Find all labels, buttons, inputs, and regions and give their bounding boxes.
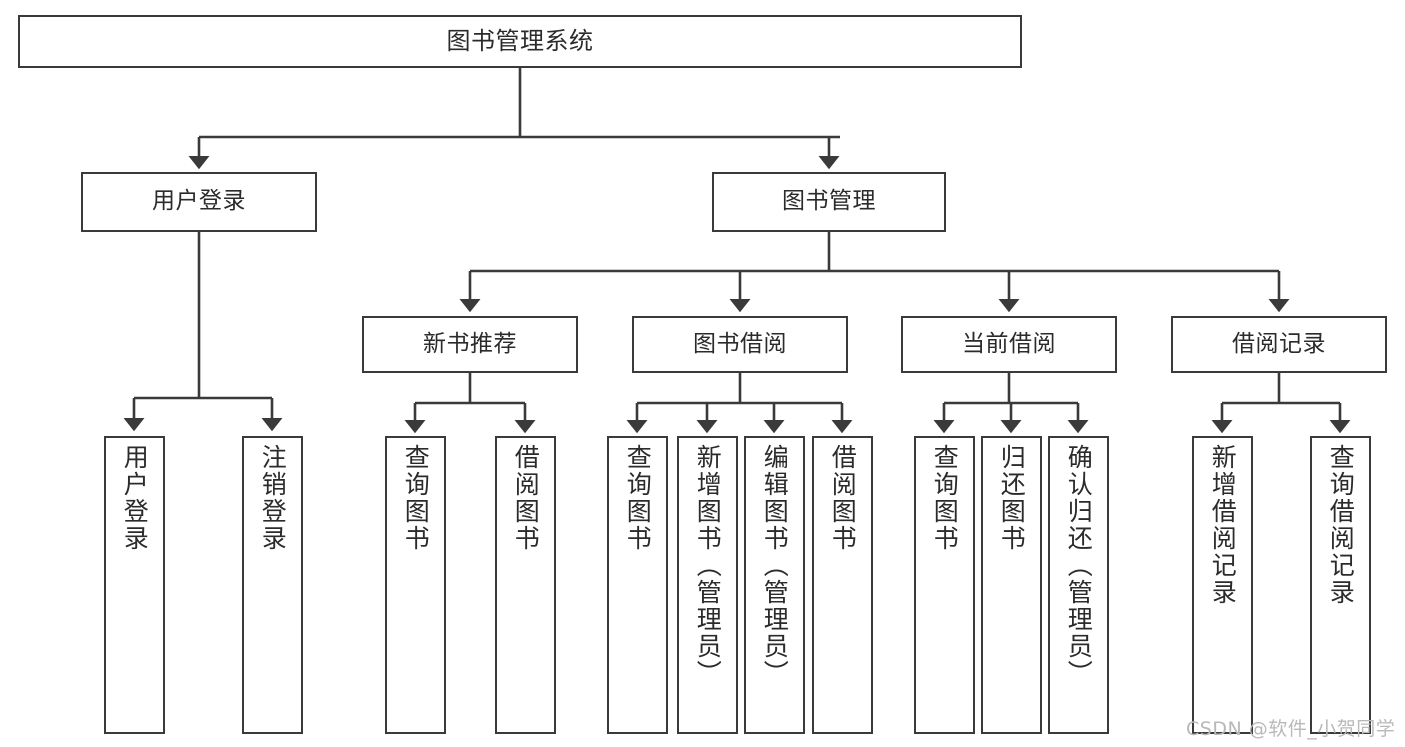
leaf-user-logout[interactable]: 注销登录	[242, 436, 303, 734]
node-new-book-recommend[interactable]: 新书推荐	[362, 316, 578, 373]
leaf-query-book-current[interactable]: 查询图书	[914, 436, 975, 734]
node-label: 新增借阅记录	[1208, 444, 1238, 606]
node-label: 查询图书	[401, 444, 431, 552]
node-label: 图书管理	[782, 188, 876, 215]
leaf-borrow-book[interactable]: 借阅图书	[812, 436, 873, 734]
node-borrow-record[interactable]: 借阅记录	[1171, 316, 1387, 373]
node-label: 查询图书	[623, 444, 653, 552]
leaf-borrow-book-recommend[interactable]: 借阅图书	[495, 436, 556, 734]
leaf-confirm-return-admin[interactable]: 确认归还（管理员）	[1048, 436, 1109, 734]
leaf-query-book-borrow[interactable]: 查询图书	[607, 436, 668, 734]
leaf-edit-book-admin[interactable]: 编辑图书（管理员）	[744, 436, 805, 734]
node-book-management[interactable]: 图书管理	[712, 172, 946, 232]
node-label: 图书管理系统	[446, 27, 594, 56]
leaf-query-book-recommend[interactable]: 查询图书	[385, 436, 446, 734]
node-root-book-management-system[interactable]: 图书管理系统	[18, 15, 1022, 68]
node-label: 编辑图书（管理员）	[760, 444, 790, 687]
csdn-watermark: CSDN @软件_小贺同学	[1186, 718, 1396, 740]
node-label: 借阅图书	[828, 444, 858, 552]
node-label: 新书推荐	[423, 330, 517, 357]
leaf-add-borrow-record[interactable]: 新增借阅记录	[1192, 436, 1253, 734]
node-label: 查询图书	[930, 444, 960, 552]
leaf-user-login[interactable]: 用户登录	[104, 436, 165, 734]
leaf-query-borrow-record[interactable]: 查询借阅记录	[1310, 436, 1371, 734]
node-label: 新增图书（管理员）	[693, 444, 723, 687]
node-label: 归还图书	[997, 444, 1027, 552]
node-label: 借阅记录	[1232, 330, 1326, 357]
node-label: 注销登录	[258, 444, 288, 552]
node-current-borrow[interactable]: 当前借阅	[901, 316, 1117, 373]
leaf-add-book-admin[interactable]: 新增图书（管理员）	[677, 436, 738, 734]
node-label: 用户登录	[120, 444, 150, 552]
node-label: 查询借阅记录	[1326, 444, 1356, 606]
node-user-login[interactable]: 用户登录	[81, 172, 317, 232]
node-label: 用户登录	[152, 188, 246, 215]
node-label: 当前借阅	[962, 330, 1056, 357]
node-label: 确认归还（管理员）	[1064, 444, 1094, 687]
node-label: 借阅图书	[511, 444, 541, 552]
node-label: 图书借阅	[693, 330, 787, 357]
leaf-return-book[interactable]: 归还图书	[981, 436, 1042, 734]
node-book-borrow[interactable]: 图书借阅	[632, 316, 848, 373]
